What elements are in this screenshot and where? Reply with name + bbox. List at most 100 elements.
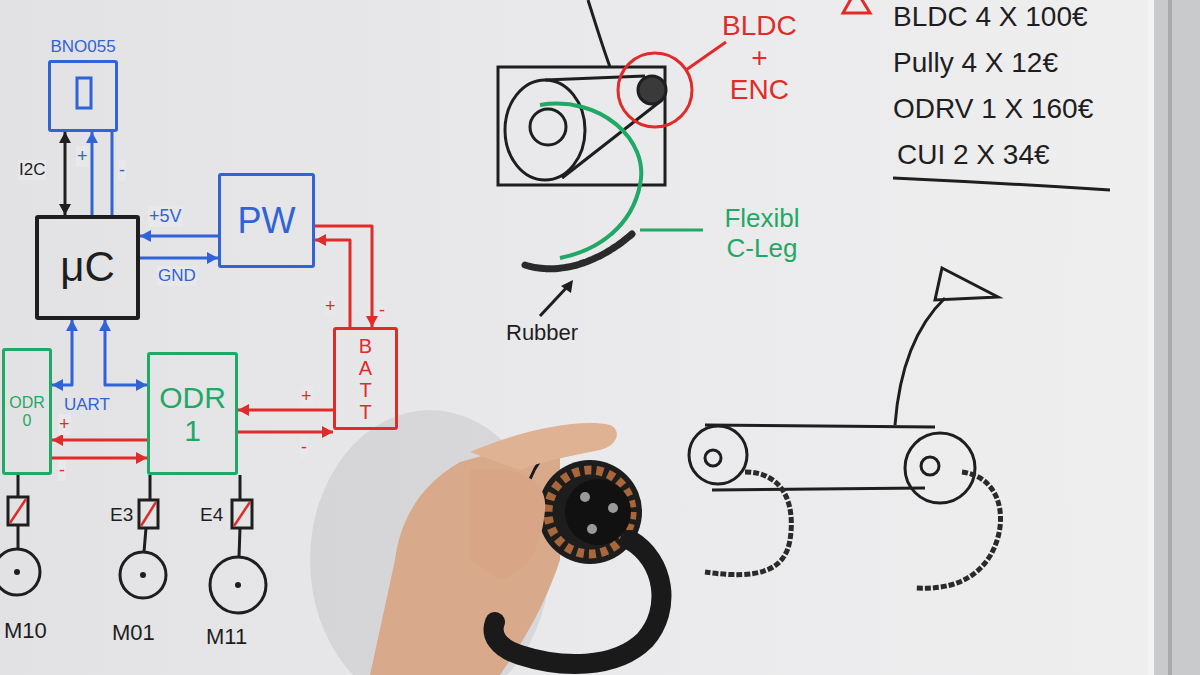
connector-line: [140, 257, 218, 260]
rubber-pad: [525, 234, 632, 269]
edge-label: GND: [157, 266, 197, 286]
connector-line: [238, 409, 333, 412]
annotation-label: E3: [110, 504, 133, 526]
connector-line: [52, 439, 147, 442]
motor-pulley: [638, 76, 666, 104]
annotation-label: M10: [4, 618, 47, 643]
edge-label: -: [300, 437, 308, 458]
edge-label: +: [324, 296, 337, 317]
wire: [149, 475, 152, 500]
arrowhead: [59, 132, 71, 143]
robot-wheel: [689, 426, 747, 484]
cable: [588, 0, 610, 67]
encoder-symbol: [139, 500, 158, 528]
thumb: [470, 423, 617, 470]
encoder-symbol: [232, 500, 252, 528]
arrowhead: [366, 316, 378, 327]
arrowhead: [66, 320, 78, 331]
highlight-circle: [618, 53, 692, 127]
leader-arrow: [540, 286, 568, 316]
edge-label: -: [118, 160, 126, 181]
screw: [587, 524, 597, 534]
arrowhead: [207, 252, 218, 264]
board-frame-edge: [1148, 0, 1154, 675]
annotation-label: M11: [206, 624, 247, 649]
flag: [935, 268, 998, 300]
robot-hub: [705, 450, 721, 466]
wire: [239, 528, 240, 557]
robot-hub: [921, 457, 939, 475]
encoder-motor-group: [0, 475, 266, 613]
edge-label: -: [378, 300, 386, 321]
arrowhead: [59, 204, 71, 215]
robot-wheel: [905, 433, 975, 503]
screw: [608, 503, 618, 513]
connector-line: [105, 320, 147, 385]
warning-triangle: [843, 0, 870, 13]
connector: [99, 320, 147, 391]
encoder-marks: [10, 499, 250, 526]
connector: [52, 320, 78, 391]
connector-line: [111, 132, 114, 215]
encoder-diagonal: [234, 502, 250, 526]
pulley: [505, 80, 585, 180]
connector: [52, 434, 147, 446]
connector-line: [91, 132, 94, 215]
arrowhead: [52, 379, 63, 391]
annotation-label: Pully 4 X 12€: [893, 47, 1058, 79]
connector-line: [238, 431, 333, 434]
leader-line: [686, 42, 726, 70]
leader-line: [640, 229, 703, 232]
underline: [893, 178, 1110, 190]
edge-label: I2C: [18, 160, 46, 180]
annotation-label: Flexibl C-Leg: [706, 204, 818, 264]
antenna: [895, 298, 945, 425]
connector: [52, 452, 147, 464]
screw: [580, 492, 590, 502]
pulley-hub: [530, 109, 566, 145]
annotation-label: BLDC 4 X 100€: [893, 1, 1088, 33]
motor-shaft: [14, 569, 20, 575]
connector-line: [52, 457, 147, 460]
process-box: PW: [218, 173, 315, 268]
motor-symbol: [210, 557, 266, 613]
edge-label: -: [58, 460, 66, 481]
edge-label: +: [76, 146, 89, 167]
annotation-label: ODRV 1 X 160€: [893, 93, 1093, 125]
encoder-symbol: [8, 497, 28, 525]
belt: [545, 76, 645, 80]
node-label: ODR 0: [9, 394, 45, 429]
motor-shaft: [235, 582, 241, 588]
arrowhead: [136, 452, 147, 464]
connector-line: [64, 132, 67, 215]
motor-shaft: [140, 572, 146, 578]
connector: [315, 234, 350, 327]
process-box: ODR 0: [2, 348, 52, 475]
arrowhead: [86, 132, 98, 143]
annotation-label: UART: [64, 395, 110, 415]
process-box: BATT: [333, 327, 398, 430]
wire: [144, 528, 146, 552]
edge-label: +5V: [148, 206, 183, 227]
edge-label: +: [58, 414, 71, 435]
robot-leg: [915, 472, 1001, 588]
robot-leg: [705, 472, 791, 575]
connector: [140, 252, 218, 264]
process-box: ODR 1: [147, 352, 238, 475]
chip-symbol: [77, 78, 91, 108]
arrowhead: [322, 426, 333, 438]
arrowhead: [238, 404, 249, 416]
motor-symbol: [0, 549, 40, 595]
wire: [17, 475, 20, 497]
node-label: PW: [238, 201, 296, 241]
arrowhead: [52, 434, 63, 446]
connector-line: [140, 235, 218, 238]
wire: [17, 525, 20, 549]
belt: [562, 100, 662, 178]
arrowhead: [99, 320, 111, 331]
annotation-label: BLDC + ENC: [722, 10, 797, 107]
wire: [239, 475, 242, 500]
arrowhead: [136, 379, 147, 391]
process-box: μC: [35, 215, 140, 320]
